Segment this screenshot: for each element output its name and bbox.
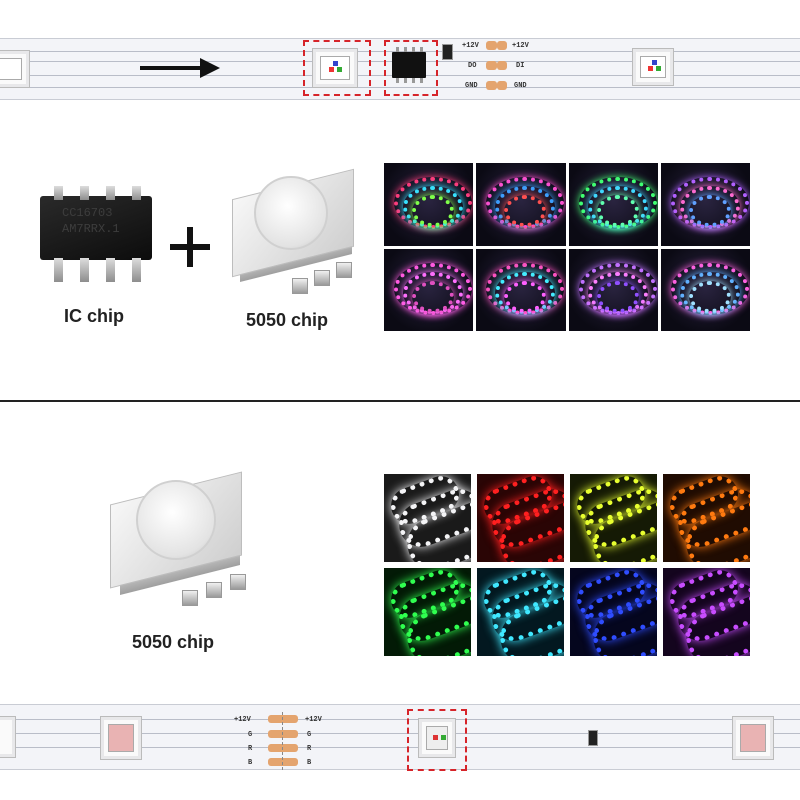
arrow-head-icon (200, 58, 220, 78)
pad-label: G (307, 731, 312, 739)
solder-pad (268, 744, 298, 752)
led-chip (0, 50, 30, 88)
pad-label: B (248, 759, 253, 767)
color-effect-tile (663, 474, 750, 562)
ic-marking: AM7RRX.1 (62, 222, 120, 236)
rgb-effect-tile (660, 163, 750, 246)
strip-trace (0, 51, 800, 52)
led-ring (412, 280, 454, 313)
chip-5050-image-top (222, 166, 362, 296)
solder-pad (497, 41, 507, 50)
pad-label: +12V (234, 716, 251, 724)
led-chip-highlighted (312, 48, 358, 88)
pad-label: +12V (305, 716, 322, 724)
plus-icon (187, 227, 193, 267)
pad-label: +12V (512, 42, 529, 50)
rgb-effects-grid (384, 163, 750, 331)
rgb-effect-tile (568, 248, 658, 331)
solder-pad (268, 730, 298, 738)
color-effect-tile (384, 568, 471, 656)
led-ring (412, 195, 454, 227)
pad-label: GND (465, 82, 478, 90)
led-chip (732, 716, 774, 760)
cut-line (282, 712, 284, 770)
pad-label: DO (468, 62, 477, 70)
led-highlight-box (407, 709, 467, 771)
ic-chip-image: CC16703 AM7RRX.1 (40, 186, 152, 282)
solder-pad (486, 81, 497, 90)
chip-5050-image-bottom (102, 470, 252, 610)
rgb-effect-tile (660, 248, 750, 331)
strip-trace (0, 87, 800, 88)
led-chip (0, 716, 16, 758)
pad-label: +12V (462, 42, 479, 50)
solder-pad (497, 61, 507, 70)
solder-pad (486, 41, 497, 50)
ic-chip-caption: IC chip (64, 306, 125, 326)
solder-pad (486, 61, 497, 70)
pad-label: GND (514, 82, 527, 90)
color-effect-tile (570, 568, 657, 656)
rgb-effect-tile (568, 163, 658, 246)
ic-chip-on-strip (392, 47, 426, 83)
pad-label: B (307, 759, 312, 767)
led-chip (100, 716, 142, 760)
single-color-effects-grid (384, 474, 750, 656)
chip-5050-caption-top: 5050 chip (246, 310, 329, 330)
pad-label: R (307, 745, 312, 753)
rgb-effect-tile (476, 163, 566, 246)
ic-marking: CC16703 (62, 206, 113, 220)
ic-highlight-box (384, 40, 438, 96)
rgb-effect-tile (476, 248, 566, 331)
color-effect-tile (477, 474, 564, 562)
led-ring (596, 280, 639, 313)
pad-label: R (248, 745, 253, 753)
rgb-effect-tile (384, 248, 474, 331)
direction-arrow-icon (140, 66, 202, 70)
solder-pad (268, 758, 298, 766)
color-effect-tile (663, 568, 750, 656)
color-effect-tile (384, 474, 471, 562)
led-ring (596, 195, 639, 227)
led-chip (632, 48, 674, 86)
pad-label: DI (516, 62, 525, 70)
led-ring (688, 195, 731, 227)
chip-5050-caption-bottom: 5050 chip (132, 632, 215, 652)
solder-pad (268, 715, 298, 723)
resistor (588, 730, 598, 746)
led-chip-highlighted (418, 718, 456, 758)
section-divider (0, 400, 800, 402)
led-ring (504, 195, 547, 227)
color-effect-tile (477, 568, 564, 656)
led-highlight-box (303, 40, 371, 96)
resistor (442, 44, 453, 60)
solder-pad (497, 81, 507, 90)
pad-label: G (248, 731, 253, 739)
color-effect-tile (570, 474, 657, 562)
led-ring (504, 280, 547, 313)
led-ring (688, 280, 731, 313)
rgb-effect-tile (384, 163, 474, 246)
